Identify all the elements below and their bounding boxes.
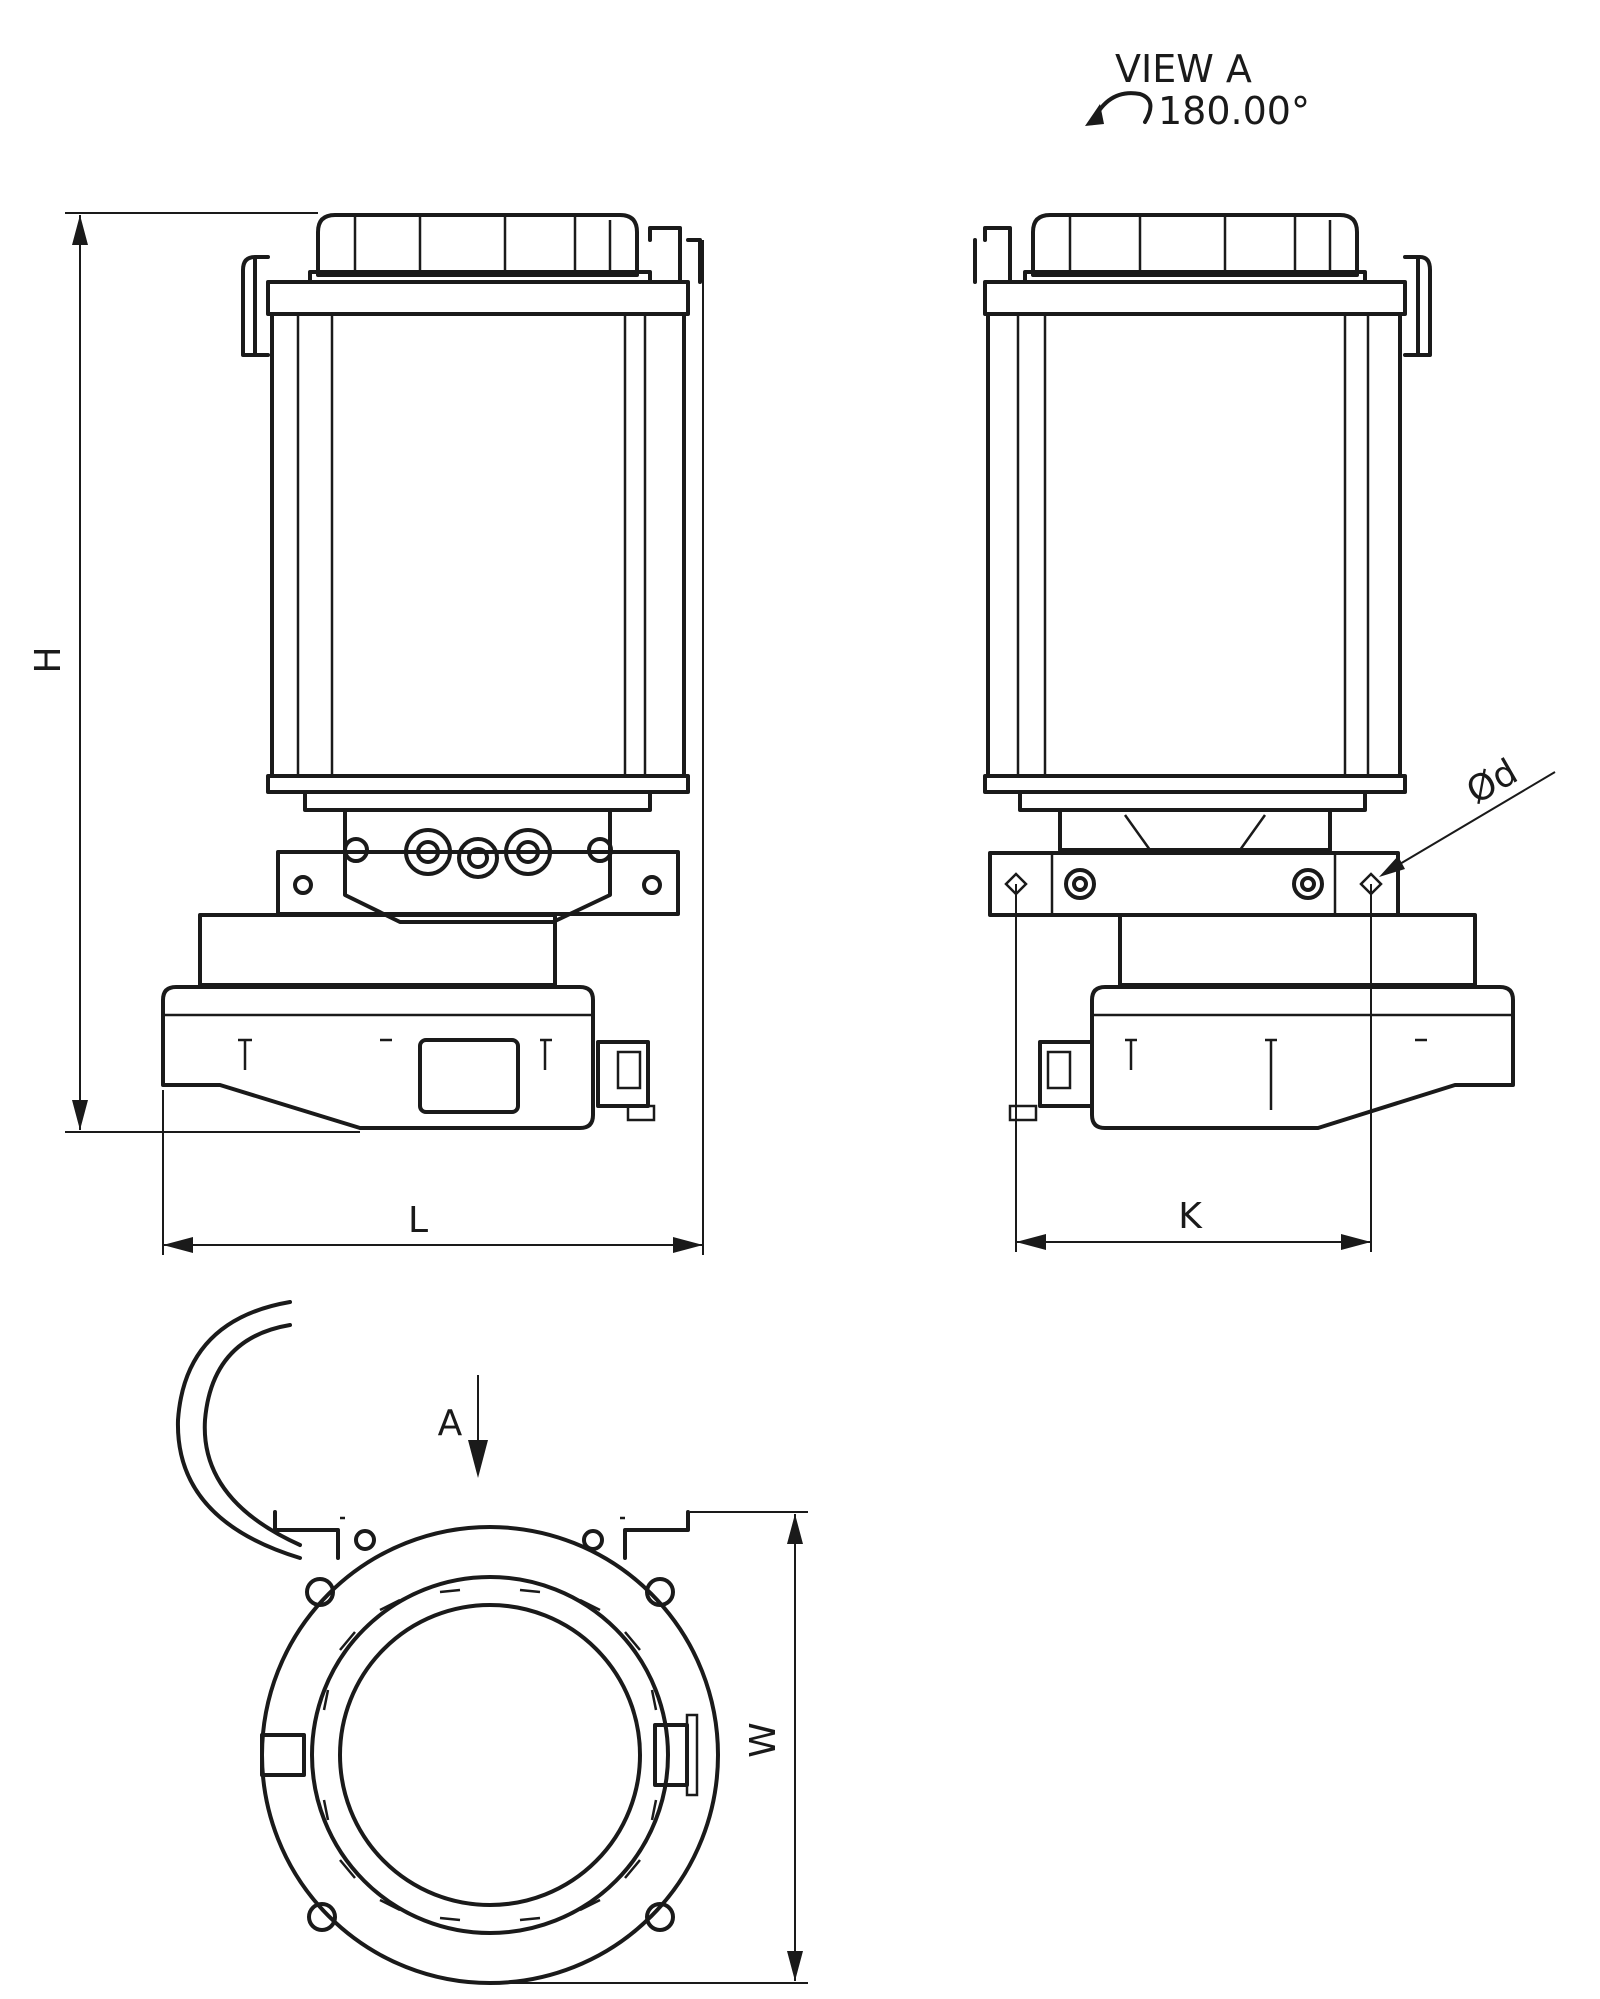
front-motor-housing	[161, 985, 595, 1130]
side-bolt-left	[1064, 868, 1096, 900]
side-lid-ribs	[1068, 217, 1332, 270]
dimension-l: L	[162, 240, 704, 1255]
dim-d-label: Ød	[1460, 751, 1525, 812]
side-housing-marks	[1125, 1038, 1427, 1110]
side-top-flange	[983, 280, 1407, 316]
dim-h-lines	[65, 212, 360, 1133]
dimension-d: Ød	[1379, 751, 1556, 877]
front-connector-face	[616, 1050, 642, 1090]
rotation-arrow-icon	[1085, 104, 1104, 126]
front-connector	[596, 1040, 650, 1108]
side-bolt-right-inner	[1300, 876, 1316, 892]
top-rim-ribs	[322, 1588, 658, 1922]
front-reservoir-rails	[296, 314, 647, 776]
side-bracket-steps	[1050, 853, 1337, 915]
front-mount-hole-right	[642, 875, 662, 895]
dim-h-label: H	[28, 646, 69, 673]
dim-w-arrow-top	[787, 1514, 803, 1544]
top-screw-sw	[307, 1902, 337, 1932]
side-connector-gland	[1008, 1104, 1038, 1122]
dim-k-label: K	[1178, 1196, 1203, 1237]
dim-d-leader	[1382, 771, 1556, 875]
dim-k-arrow-right	[1341, 1234, 1371, 1250]
top-screw-ne	[645, 1577, 675, 1607]
side-right-latch	[1403, 255, 1432, 357]
front-pump-collar	[303, 790, 652, 812]
dim-h-arrow-bottom	[72, 1100, 88, 1130]
dim-w-lines	[490, 1511, 808, 1984]
dim-k-arrow-left	[1016, 1234, 1046, 1250]
front-bottom-flange	[266, 774, 690, 794]
dim-d-arrow	[1379, 856, 1405, 877]
side-pump-head	[1058, 808, 1332, 852]
side-bolt-right	[1292, 868, 1324, 900]
front-mount-hole-left	[293, 875, 313, 895]
side-connector	[1038, 1040, 1094, 1108]
top-screw-nw	[305, 1577, 335, 1607]
top-bolt-nw	[354, 1529, 376, 1551]
top-side-tab-edge	[685, 1713, 699, 1797]
top-bolt-ne	[582, 1529, 604, 1551]
top-lid-circle	[338, 1603, 642, 1907]
view-arrow-label: A	[438, 1403, 463, 1444]
side-lid	[1031, 213, 1359, 277]
side-motor-upper	[1118, 913, 1477, 987]
front-left-latch	[241, 255, 270, 357]
side-pump-ribs	[1123, 814, 1267, 851]
front-right-latch	[648, 226, 702, 284]
front-reservoir	[270, 312, 686, 778]
dim-k-lines	[1015, 884, 1372, 1252]
front-lid	[316, 213, 639, 277]
rotation-arc-icon	[1090, 91, 1153, 125]
top-side-tab	[653, 1723, 689, 1787]
top-housing-outer	[260, 1525, 720, 1985]
front-view	[161, 213, 702, 1130]
side-pump-collar	[1018, 790, 1367, 812]
front-port-center-inner	[467, 847, 489, 869]
side-view	[973, 213, 1515, 1130]
side-connector-face	[1046, 1050, 1072, 1090]
side-motor-housing	[1090, 985, 1515, 1130]
view-a-annotation: VIEW A 180.00°	[1085, 47, 1310, 133]
dim-w-label: W	[743, 1722, 784, 1758]
view-rotation: 180.00°	[1158, 89, 1310, 133]
view-arrow-head-icon	[468, 1440, 488, 1478]
side-bottom-flange	[983, 774, 1407, 794]
front-lid-ribs	[353, 217, 612, 270]
view-arrow-a: A	[438, 1375, 488, 1478]
top-handle-outer	[175, 1300, 302, 1560]
top-view	[175, 1300, 720, 1985]
top-screw-se	[645, 1902, 675, 1932]
side-reservoir-rails	[1016, 314, 1370, 776]
top-handle-inner	[202, 1323, 302, 1547]
top-left-tab	[260, 1733, 306, 1777]
dim-l-arrow-right	[673, 1237, 703, 1253]
front-top-flange	[266, 280, 690, 316]
front-port-center	[457, 837, 499, 879]
side-left-latch	[973, 226, 1012, 284]
side-bolt-left-inner	[1072, 876, 1088, 892]
front-mount-bracket	[276, 850, 680, 916]
view-title: VIEW A	[1115, 47, 1252, 91]
dim-w-arrow-bottom	[787, 1951, 803, 1981]
dim-l-label: L	[408, 1200, 428, 1241]
front-motor-upper	[198, 913, 557, 987]
top-bracket	[273, 1510, 690, 1560]
front-display-window	[418, 1038, 520, 1114]
dimension-w: W	[490, 1511, 808, 1984]
dimension-k: K	[1015, 884, 1372, 1252]
dim-l-arrow-left	[163, 1237, 193, 1253]
side-reservoir	[986, 312, 1402, 778]
dim-l-lines	[162, 240, 704, 1255]
top-housing-inner	[310, 1575, 670, 1935]
dimension-h: H	[28, 212, 360, 1133]
front-housing-marks	[238, 1038, 552, 1070]
front-connector-gland	[626, 1104, 656, 1122]
dim-h-arrow-top	[72, 215, 88, 245]
